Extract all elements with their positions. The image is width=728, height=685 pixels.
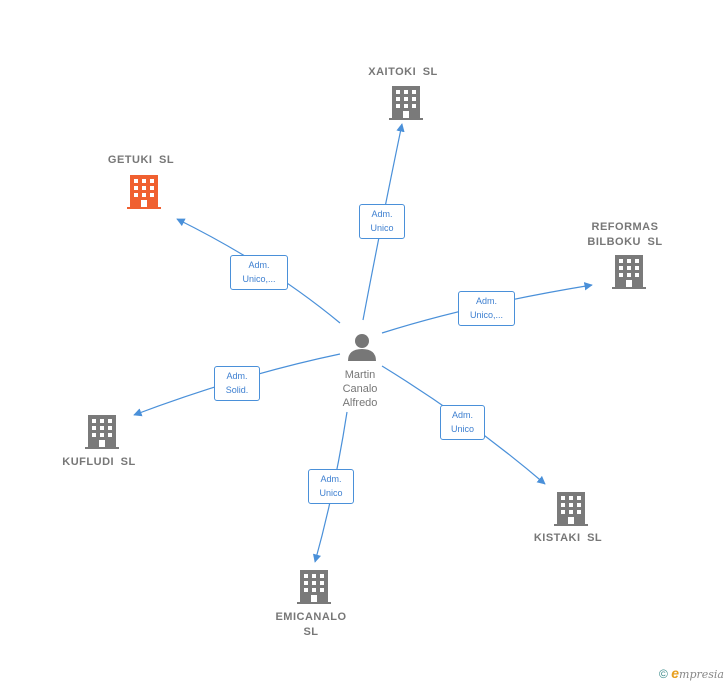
person-name-line2: Canalo <box>342 383 378 395</box>
building-icon-reformas[interactable] <box>612 255 646 289</box>
role-box-emicanalo[interactable]: Adm. Unico <box>308 469 354 504</box>
building-icon-kistaki[interactable] <box>554 492 588 526</box>
footer-brand: © empresia <box>659 665 724 681</box>
company-label-getuki[interactable]: GETUKI SL <box>107 154 175 166</box>
building-icon-xaitoki[interactable] <box>389 86 423 120</box>
role-box-kistaki-line1: Adm. <box>451 410 473 420</box>
role-box-kistaki[interactable]: Adm. Unico <box>440 405 485 440</box>
role-box-emicanalo-line1: Adm. <box>320 474 342 484</box>
company-label-xaitoki[interactable]: XAITOKI SL <box>368 66 438 78</box>
company-label-reformas-line2: BILBOKU SL <box>587 236 663 248</box>
role-box-getuki[interactable]: Adm. Unico,... <box>230 255 288 290</box>
company-label-reformas[interactable]: REFORMAS BILBOKU SL <box>570 220 680 250</box>
role-box-xaitoki-line1: Adm. <box>371 209 393 219</box>
role-box-reformas-line2: Unico,... <box>469 310 503 320</box>
role-box-getuki-line2: Unico,... <box>242 274 276 284</box>
building-icon-getuki[interactable] <box>127 175 161 209</box>
role-box-emicanalo-line2: Unico <box>319 488 343 498</box>
company-label-kistaki[interactable]: KISTAKI SL <box>533 532 603 544</box>
company-label-emicanalo-line2: SL <box>303 626 319 638</box>
role-box-xaitoki-line2: Unico <box>370 223 394 233</box>
role-box-kistaki-line2: Unico <box>450 424 474 434</box>
company-label-emicanalo-line1: EMICANALO <box>275 611 347 623</box>
person-name-line3: Alfredo <box>342 397 378 409</box>
company-label-reformas-line1: REFORMAS <box>591 221 659 233</box>
person-icon[interactable] <box>348 334 376 361</box>
building-icon-kufludi[interactable] <box>85 415 119 449</box>
role-box-kufludi-line1: Adm. <box>226 371 248 381</box>
brand-logo-text: mpresia <box>679 668 724 681</box>
person-name[interactable]: Martin Canalo Alfredo <box>320 368 400 410</box>
role-box-kufludi-line2: Solid. <box>225 385 249 395</box>
role-box-getuki-line1: Adm. <box>248 260 270 270</box>
brand-logo-initial: e <box>671 665 680 681</box>
role-box-kufludi[interactable]: Adm. Solid. <box>214 366 260 401</box>
role-box-reformas[interactable]: Adm. Unico,... <box>458 291 515 326</box>
company-label-emicanalo[interactable]: EMICANALO SL <box>256 610 366 640</box>
company-label-kufludi[interactable]: KUFLUDI SL <box>62 456 136 468</box>
copyright-icon: © <box>659 667 668 681</box>
person-name-line1: Martin <box>344 369 376 381</box>
role-box-xaitoki[interactable]: Adm. Unico <box>359 204 405 239</box>
building-icon-emicanalo[interactable] <box>297 570 331 604</box>
role-box-reformas-line1: Adm. <box>475 296 497 306</box>
